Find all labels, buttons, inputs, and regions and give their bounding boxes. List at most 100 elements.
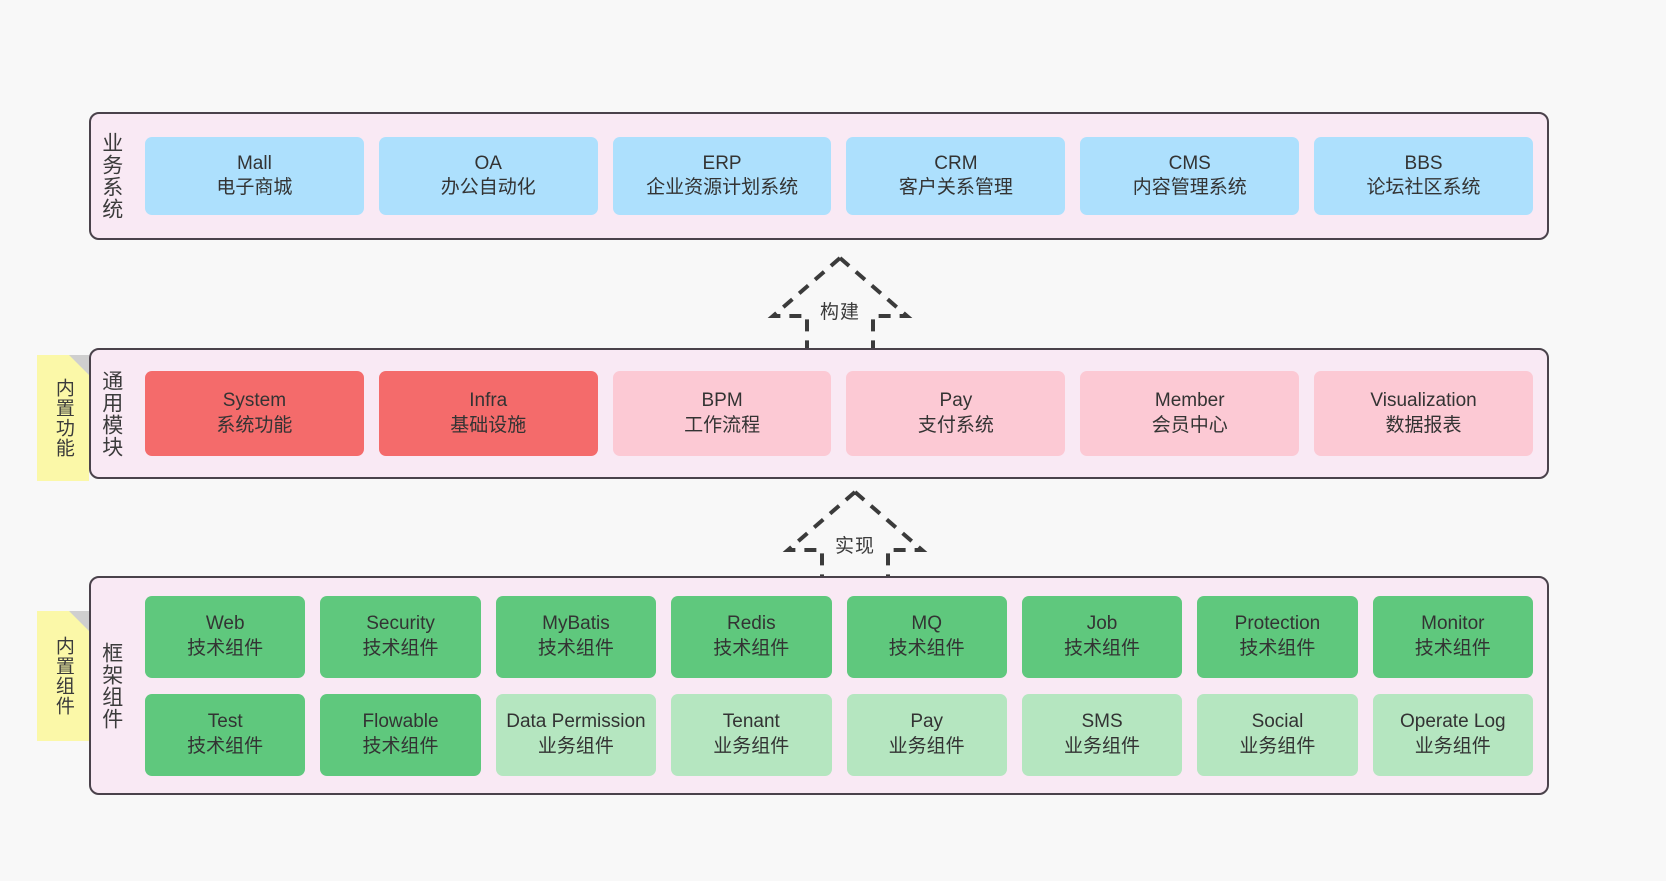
card-subtitle: 企业资源计划系统	[646, 177, 799, 198]
card-subtitle: 内容管理系统	[1132, 177, 1247, 198]
card-pay[interactable]: Pay 支付系统	[846, 371, 1066, 456]
card-data-permission[interactable]: Data Permission 业务组件	[495, 693, 657, 776]
card-title: OA	[474, 152, 502, 174]
card-title: BBS	[1404, 152, 1443, 174]
card-security[interactable]: Security 技术组件	[320, 595, 481, 678]
note-builtin-functions: 内置功能	[37, 355, 89, 481]
card-title: CRM	[934, 152, 978, 174]
card-subtitle: 会员中心	[1151, 414, 1228, 436]
card-subtitle: 技术组件	[362, 735, 439, 757]
connector-build: 构建	[755, 252, 925, 352]
card-title: Operate Log	[1399, 711, 1506, 733]
card-subtitle: 系统功能	[216, 414, 293, 436]
connector-implement: 实现	[770, 486, 940, 586]
connector-implement-label: 实现	[834, 536, 875, 557]
card-mq[interactable]: MQ 技术组件	[846, 595, 1007, 678]
card-protection[interactable]: Protection 技术组件	[1197, 595, 1358, 678]
connector-build-label: 构建	[819, 302, 860, 323]
layer-framework-components: 框架组件 Web 技术组件 Security 技术组件 MyBatis 技术组件…	[89, 576, 1549, 795]
card-member[interactable]: Member 会员中心	[1080, 371, 1300, 456]
card-title: Job	[1086, 613, 1118, 635]
card-title: Test	[207, 711, 243, 733]
card-monitor[interactable]: Monitor 技术组件	[1372, 595, 1533, 678]
card-title: Redis	[727, 613, 776, 635]
modules-card-row: System 系统功能 Infra 基础设施 BPM 工作流程 Pay 支付系统…	[145, 371, 1533, 456]
card-title: Protection	[1234, 613, 1321, 635]
card-title: Pay	[910, 711, 944, 733]
card-visualization[interactable]: Visualization 数据报表	[1314, 371, 1533, 456]
card-title: Social	[1251, 711, 1304, 733]
card-system[interactable]: System 系统功能	[145, 371, 364, 456]
framework-card-row-biz: Test 技术组件 Flowable 技术组件 Data Permission …	[145, 693, 1533, 776]
card-operate-log[interactable]: Operate Log 业务组件	[1372, 693, 1533, 776]
card-mall[interactable]: Mall 电子商城	[145, 137, 364, 215]
card-subtitle: 论坛社区系统	[1366, 177, 1481, 198]
layer-body-business: Mall 电子商城 OA 办公自动化 ERP 企业资源计划系统 CRM 客户关系…	[131, 114, 1547, 238]
card-subtitle: 技术组件	[888, 637, 965, 659]
card-subtitle: 电子商城	[216, 177, 293, 198]
card-subtitle: 业务组件	[1414, 735, 1491, 757]
card-title: Mall	[236, 152, 272, 174]
card-oa[interactable]: OA 办公自动化	[378, 137, 598, 215]
card-subtitle: 技术组件	[537, 637, 614, 659]
layer-business-systems: 业务系统 Mall 电子商城 OA 办公自动化 ERP 企业资源计划系统 CRM…	[89, 112, 1549, 240]
card-subtitle: 技术组件	[362, 637, 439, 659]
card-title: MQ	[911, 613, 942, 635]
card-subtitle: 支付系统	[917, 414, 994, 436]
note-text: 内置功能	[52, 378, 74, 458]
card-bbs[interactable]: BBS 论坛社区系统	[1314, 137, 1533, 215]
card-subtitle: 办公自动化	[440, 177, 536, 198]
card-subtitle: 技术组件	[1414, 637, 1491, 659]
card-bpm[interactable]: BPM 工作流程	[612, 371, 832, 456]
card-title: ERP	[702, 152, 742, 174]
card-subtitle: 技术组件	[187, 735, 264, 757]
card-mybatis[interactable]: MyBatis 技术组件	[495, 595, 657, 678]
card-job[interactable]: Job 技术组件	[1021, 595, 1183, 678]
card-title: Monitor	[1421, 613, 1485, 635]
card-title: Flowable	[362, 711, 439, 733]
card-subtitle: 业务组件	[537, 735, 614, 757]
card-tenant[interactable]: Tenant 业务组件	[671, 693, 832, 776]
card-infra[interactable]: Infra 基础设施	[378, 371, 598, 456]
card-title: CMS	[1168, 152, 1211, 174]
note-fold-corner-icon	[69, 355, 89, 375]
note-fold-corner-icon	[69, 611, 89, 631]
card-test[interactable]: Test 技术组件	[145, 693, 306, 776]
card-web[interactable]: Web 技术组件	[145, 595, 306, 678]
card-title: MyBatis	[542, 613, 610, 635]
card-title: Pay	[939, 390, 973, 412]
card-subtitle: 客户关系管理	[898, 177, 1013, 198]
card-title: Data Permission	[506, 711, 646, 733]
note-text: 内置组件	[52, 636, 74, 716]
card-sms[interactable]: SMS 业务组件	[1021, 693, 1183, 776]
card-cms[interactable]: CMS 内容管理系统	[1080, 137, 1300, 215]
layer-body-framework: Web 技术组件 Security 技术组件 MyBatis 技术组件 Redi…	[131, 578, 1547, 793]
card-title: Visualization	[1370, 390, 1477, 412]
layer-title-business: 业务系统	[99, 132, 123, 220]
card-redis[interactable]: Redis 技术组件	[671, 595, 832, 678]
card-social[interactable]: Social 业务组件	[1197, 693, 1358, 776]
card-title: System	[222, 390, 287, 412]
card-title: SMS	[1081, 711, 1123, 733]
card-erp[interactable]: ERP 企业资源计划系统	[612, 137, 832, 215]
card-title: Web	[205, 613, 245, 635]
card-crm[interactable]: CRM 客户关系管理	[846, 137, 1066, 215]
card-title: Tenant	[722, 711, 780, 733]
card-subtitle: 技术组件	[1239, 637, 1316, 659]
card-flowable[interactable]: Flowable 技术组件	[320, 693, 481, 776]
layer-body-modules: System 系统功能 Infra 基础设施 BPM 工作流程 Pay 支付系统…	[131, 350, 1547, 477]
card-subtitle: 基础设施	[450, 414, 527, 436]
card-subtitle: 业务组件	[713, 735, 790, 757]
card-subtitle: 技术组件	[713, 637, 790, 659]
card-subtitle: 数据报表	[1385, 414, 1462, 436]
card-title: Security	[366, 613, 435, 635]
business-card-row: Mall 电子商城 OA 办公自动化 ERP 企业资源计划系统 CRM 客户关系…	[145, 137, 1533, 215]
card-subtitle: 工作流程	[684, 414, 761, 436]
card-title: BPM	[701, 390, 743, 412]
card-subtitle: 技术组件	[187, 637, 264, 659]
card-pay-component[interactable]: Pay 业务组件	[846, 693, 1007, 776]
layer-title-framework: 框架组件	[99, 641, 123, 730]
note-builtin-components: 内置组件	[37, 611, 89, 741]
card-subtitle: 技术组件	[1064, 637, 1141, 659]
card-title: Member	[1154, 390, 1225, 412]
